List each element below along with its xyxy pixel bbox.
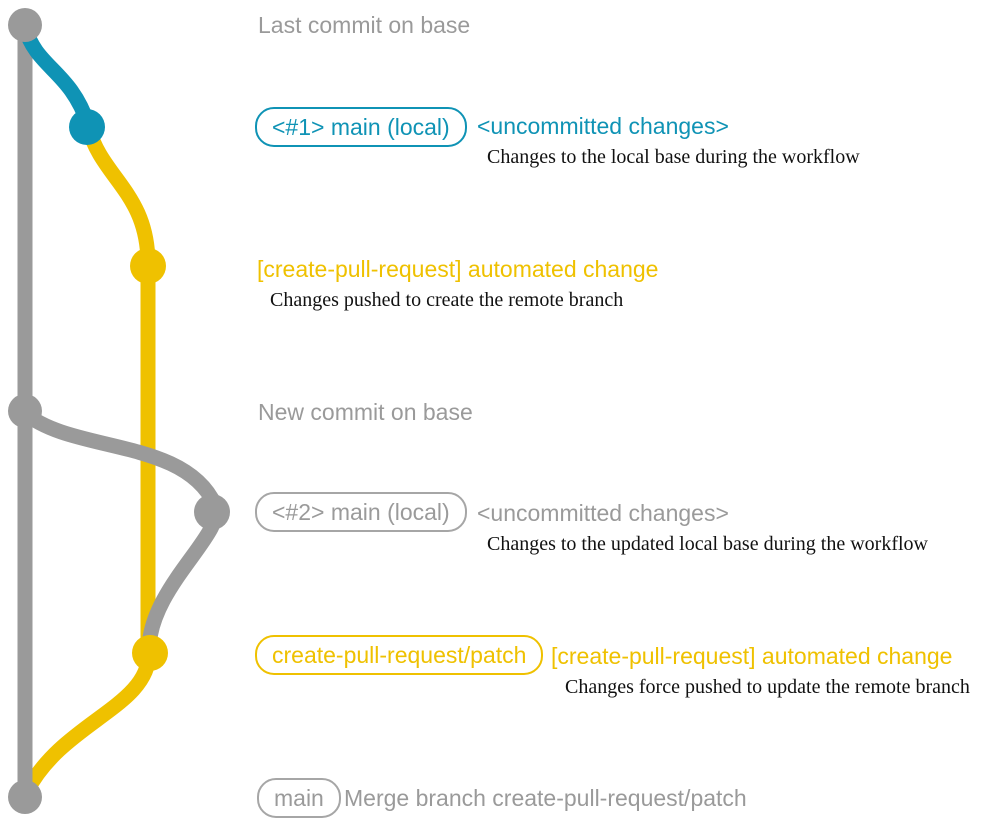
annotation-automated-change-1: [create-pull-request] automated change: [257, 256, 659, 282]
annotation-uncommitted-changes-1: <uncommitted changes>: [477, 113, 729, 139]
patch-merge-curve: [19, 645, 157, 799]
commit-dot-base-new: [8, 394, 42, 428]
local-main-1-curve: [17, 19, 96, 132]
label-merge-branch-message: Merge branch create-pull-request/patch: [344, 785, 747, 811]
branch-tag-create-pull-request-patch: create-pull-request/patch: [255, 635, 544, 675]
description-pushed-create-remote: Changes pushed to create the remote bran…: [270, 289, 624, 311]
commit-dot-local-main-2: [194, 494, 230, 530]
branch-tag-main-local-2: <#2> main (local): [255, 492, 467, 532]
description-updated-local-base-changes: Changes to the updated local base during…: [487, 533, 928, 555]
description-force-pushed-update-remote: Changes force pushed to update the remot…: [565, 676, 970, 698]
branch-tag-main: main: [257, 778, 341, 818]
commit-dot-automated-1: [130, 248, 166, 284]
patch-branch-curve-top: [80, 118, 156, 272]
commit-dot-merge: [8, 780, 42, 814]
annotation-uncommitted-changes-2: <uncommitted changes>: [477, 500, 729, 526]
label-last-commit-on-base: Last commit on base: [258, 12, 471, 38]
commit-dot-automated-2: [132, 635, 168, 671]
commit-dot-base-tip: [8, 8, 42, 42]
branch-tag-main-local-1: <#1> main (local): [255, 107, 467, 147]
label-new-commit-on-base: New commit on base: [258, 399, 473, 425]
description-local-base-changes-1: Changes to the local base during the wor…: [487, 146, 860, 168]
commit-dot-local-main-1: [69, 109, 105, 145]
local-main-2-curve: [17, 405, 224, 657]
annotation-automated-change-2: [create-pull-request] automated change: [551, 643, 953, 669]
